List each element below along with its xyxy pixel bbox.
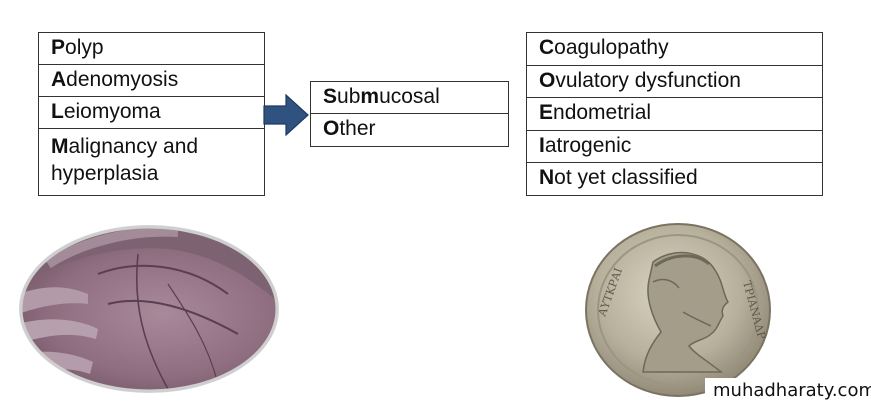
watermark-text: muhadharaty.com	[705, 378, 871, 404]
coein-classification-box: Coagulopathy Ovulatory dysfunction Endom…	[526, 32, 823, 196]
palm-item-adenomyosis: Adenomyosis	[39, 65, 264, 97]
coein-item-endometrial: Endometrial	[527, 98, 822, 131]
palm-classification-box: Polyp Adenomyosis Leiomyoma Malignancy a…	[38, 32, 265, 196]
coein-item-iatrogenic: Iatrogenic	[527, 131, 822, 164]
subtype-item-other: Other	[323, 117, 376, 140]
palm-item-malignancy: Malignancy and hyperplasia	[51, 135, 199, 185]
coein-item-ovulatory: Ovulatory dysfunction	[527, 66, 822, 99]
subtype-item-submucosal: Submucosal	[311, 82, 508, 114]
palm-item-leiomyoma: Leiomyoma	[39, 97, 264, 129]
coein-item-coagulopathy: Coagulopathy	[527, 33, 822, 66]
right-arrow-icon	[263, 93, 309, 137]
ancient-coin-image: ΑΥΤΚΡΑΙ ΤΡΙΑΝΑΔΡ	[585, 223, 771, 397]
leiomyoma-subtype-box: Submucosal Other	[310, 81, 509, 147]
palm-item-polyp: Polyp	[39, 33, 264, 65]
coein-item-not-classified: Not yet classified	[539, 166, 698, 190]
palm-of-hand-image	[19, 225, 279, 393]
